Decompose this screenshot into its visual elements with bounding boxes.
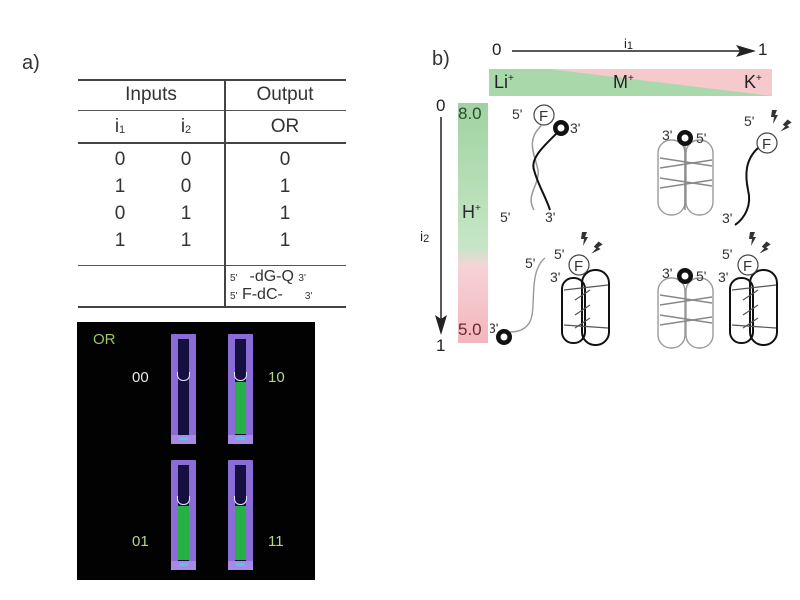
cuvette-01 [171,460,196,570]
axis-i2-end: 1 [436,336,446,355]
label-10: 10 [268,369,285,386]
ph-bottom: 5.0 [458,320,482,339]
header-output: Output [256,84,314,105]
dna-states-diagram: F 5' 3' 5' 3' 3' 5' F 5' 3' 5' 3' [490,104,793,349]
sequence-quencher-strand: 5'-dG-Q 3' [230,268,306,285]
table-rule-header [78,110,346,111]
header-inputs: Inputs [125,84,177,105]
svg-text:F: F [539,108,548,125]
cell-i1: 1 [114,230,126,251]
state-imotif-fluorescent: 5' 3' F 5' 3' [490,232,610,346]
axis-i1-arrow [512,45,756,57]
panel-b-label: b) [432,48,450,70]
cation-m: M+ [613,72,634,92]
cell-i2: 1 [180,230,192,251]
cell-output: 0 [279,149,291,170]
ph-gradient-bar [458,103,488,343]
table-rule-top [78,79,346,81]
svg-text:5': 5' [696,268,706,284]
cell-i2: 0 [180,149,192,170]
cuvette-11 [228,460,253,570]
cation-gradient-bar [489,69,772,96]
table-rule-bottom [78,306,346,308]
cell-output: 1 [279,203,291,224]
axis-i1-label: i1 [624,36,634,52]
cell-i1: 0 [114,149,126,170]
svg-text:3': 3' [545,209,555,225]
svg-text:5': 5' [722,246,732,262]
label-11: 11 [268,533,284,550]
column-or: OR [270,116,300,137]
column-i2: i2 [180,116,192,137]
photo-title: OR [93,331,116,348]
cation-li: Li+ [494,72,514,92]
cell-i1: 0 [114,203,126,224]
axis-i1-start: 0 [492,40,502,59]
cell-output: 1 [279,176,291,197]
svg-text:5': 5' [500,209,510,225]
state-both-fluorescent: 3' 5' F 5' 3' [657,232,778,349]
label-01: 01 [132,533,149,550]
cell-i1: 1 [114,176,126,197]
svg-text:3': 3' [722,210,732,226]
table-divider [224,79,226,307]
label-00: 00 [132,369,149,386]
svg-text:3': 3' [718,269,728,285]
fluorescence-photo: OR 00 10 01 11 [77,322,315,580]
sequence-fluorophore-strand: 5' F-dC-3' [230,286,313,303]
svg-text:5': 5' [554,246,564,262]
svg-text:5': 5' [525,255,535,271]
cation-k: K+ [744,72,762,92]
cell-i2: 1 [180,203,192,224]
axis-i2-start: 0 [436,96,446,115]
svg-text:F: F [574,258,583,275]
svg-text:3': 3' [550,269,560,285]
svg-text:3': 3' [490,320,498,336]
axis-i1-end: 1 [758,40,768,59]
cuvette-00 [171,334,196,444]
svg-text:5': 5' [744,113,754,129]
panel-a-label: a) [22,52,40,74]
axis-i2-label: i2 [420,228,430,245]
table-rule-subheader [78,142,346,144]
cell-output: 1 [279,230,291,251]
column-i1: i1 [114,116,126,137]
state-duplex-quenched: F 5' 3' 5' 3' [500,104,580,225]
svg-text:5': 5' [512,106,522,122]
svg-text:3': 3' [662,265,672,281]
svg-text:3': 3' [570,120,580,136]
svg-text:F: F [743,258,752,275]
cell-i2: 0 [180,176,192,197]
svg-text:5': 5' [696,130,706,146]
ph-h-plus: H+ [462,202,481,222]
axis-i2-arrow [435,117,447,335]
cuvette-10 [228,334,253,444]
svg-text:3': 3' [662,127,672,143]
table-rule-body [78,265,346,266]
svg-text:F: F [762,136,771,153]
state-quadruplex-fluorescent: 3' 5' F 5' 3' [657,110,793,226]
ph-top: 8.0 [458,104,482,123]
